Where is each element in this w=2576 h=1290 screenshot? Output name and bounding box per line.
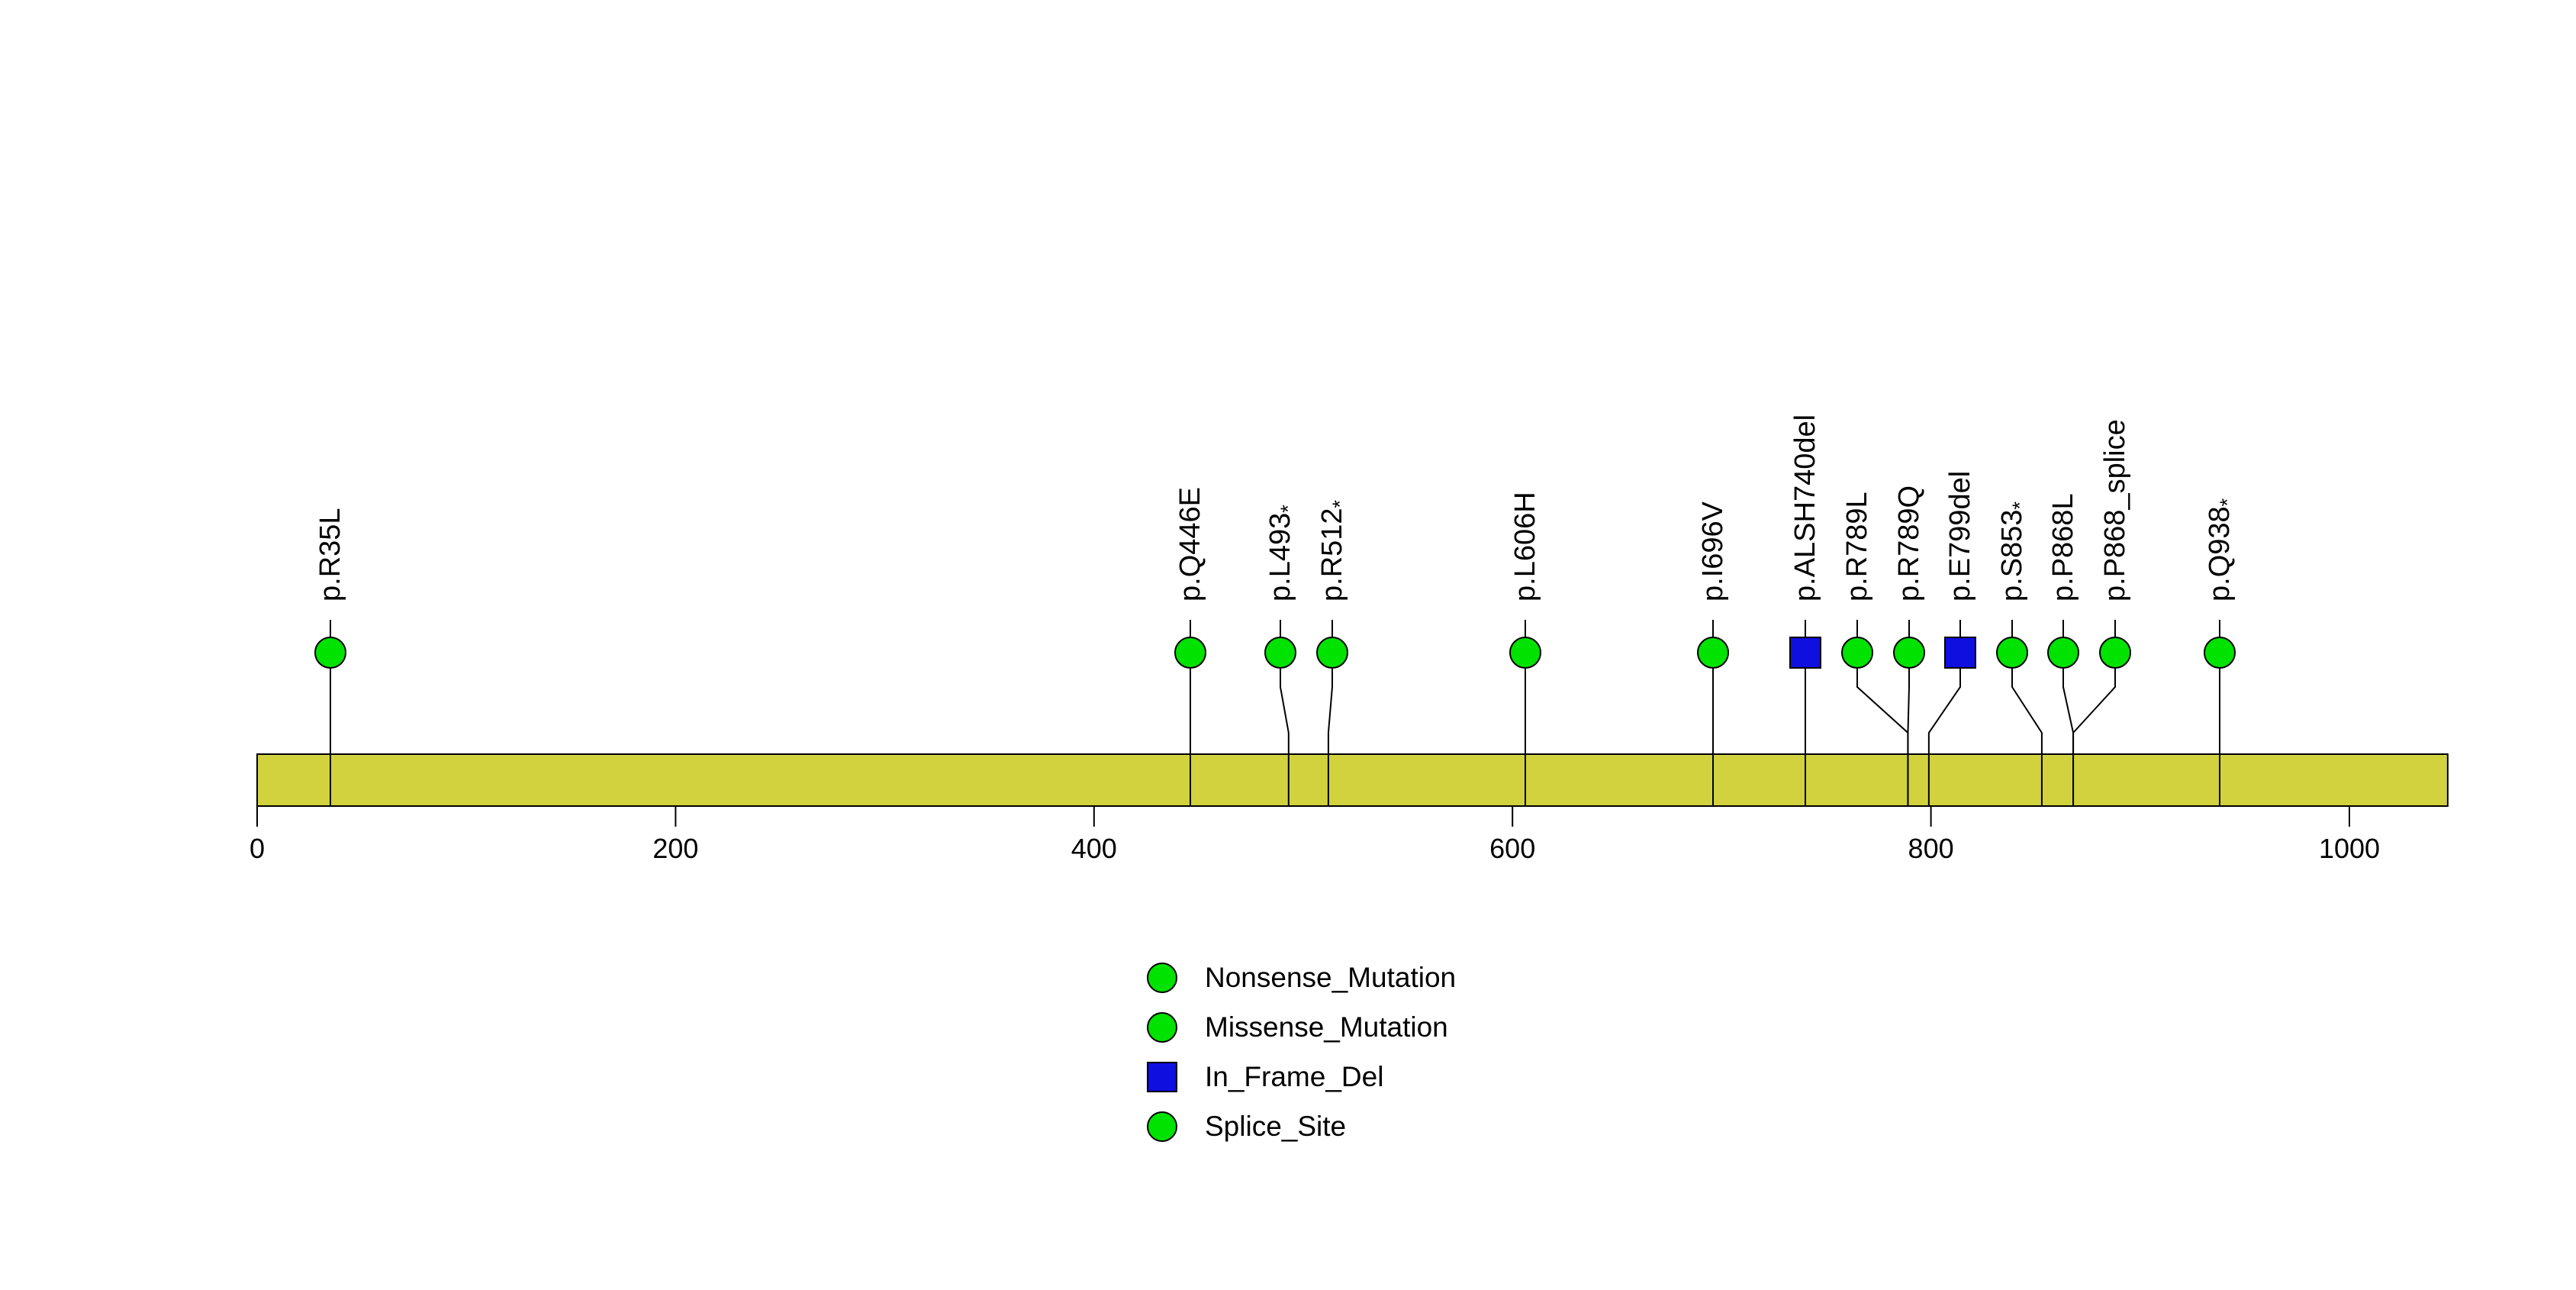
lollipop-marker-circle (1841, 637, 1873, 669)
lollipop-label: p.R789Q (1893, 485, 1925, 601)
lollipop-label: p.L606H (1509, 492, 1541, 601)
lollipop-label: p.S853* (1996, 501, 2031, 601)
lollipop-marker-circle (1697, 637, 1729, 669)
in-frame-del-marker-icon (1147, 1061, 1177, 1092)
nonsense-mutation-marker-icon (1147, 962, 1177, 993)
lollipop-label: p.ALSH740del (1789, 414, 1821, 601)
axis-tick-label: 600 (1489, 833, 1535, 864)
axis-tick-label: 200 (652, 833, 698, 864)
lollipop-label: p.I696V (1697, 501, 1729, 601)
axis-tick-label: 0 (250, 833, 265, 864)
missense-mutation-marker-icon (1147, 1011, 1177, 1043)
axis-tick-label: 800 (1908, 833, 1954, 864)
legend-label: Missense_Mutation (1205, 1011, 1448, 1043)
legend-item-inframedel: In_Frame_Del (1147, 1052, 1456, 1101)
legend: Nonsense_Mutation Missense_Mutation In_F… (1147, 953, 1456, 1151)
lollipop-marker-circle (2047, 637, 2079, 669)
legend-label: Nonsense_Mutation (1205, 961, 1457, 993)
lollipop-label: p.R512* (1316, 499, 1351, 601)
legend-item-missense: Missense_Mutation (1147, 1002, 1456, 1052)
lollipop-label: p.P868_splice (2099, 419, 2131, 601)
splice-site-marker-icon (1147, 1111, 1177, 1142)
lollipop-marker-square (1789, 637, 1821, 669)
lollipop-label: p.L493* (1264, 505, 1299, 601)
protein-bar (256, 753, 2449, 807)
legend-item-nonsense: Nonsense_Mutation (1147, 953, 1456, 1002)
lollipop-marker-circle (314, 637, 346, 669)
lollipop-label: p.Q446E (1174, 487, 1206, 601)
lollipop-label: p.Q938* (2204, 498, 2239, 601)
lollipop-marker-circle (1996, 637, 2028, 669)
axis-tick-label: 400 (1071, 833, 1117, 864)
legend-label: Splice_Site (1205, 1110, 1347, 1142)
lollipop-marker-circle (1264, 637, 1296, 669)
lollipop-marker-square (1944, 637, 1976, 669)
axis-tick-label: 1000 (2319, 833, 2380, 864)
lollipop-label: p.P868L (2047, 493, 2079, 601)
lollipop-marker-circle (1509, 637, 1541, 669)
lollipop-label: p.R35L (314, 508, 346, 601)
lollipop-label: p.R789L (1841, 492, 1873, 601)
lollipop-label: p.E799del (1944, 471, 1976, 601)
legend-label: In_Frame_Del (1205, 1060, 1384, 1092)
lollipop-marker-circle (1316, 637, 1348, 669)
lollipop-marker-circle (2204, 637, 2236, 669)
lollipop-marker-circle (1174, 637, 1206, 669)
legend-item-splicesite: Splice_Site (1147, 1101, 1456, 1151)
lollipop-marker-circle (1893, 637, 1925, 669)
lollipop-marker-circle (2099, 637, 2131, 669)
